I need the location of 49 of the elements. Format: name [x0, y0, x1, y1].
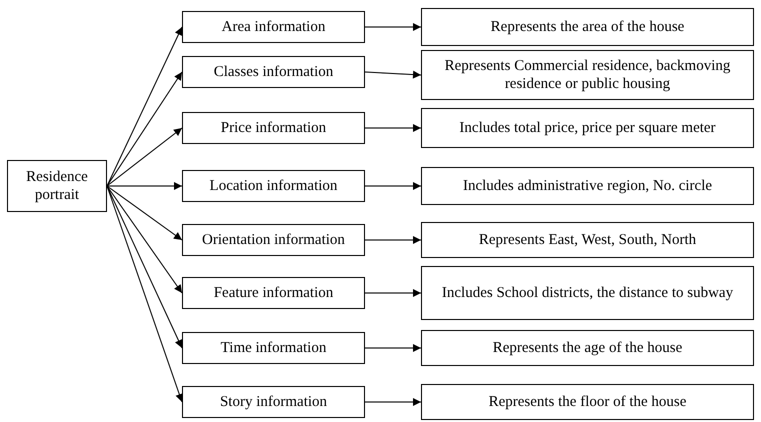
- process-box: [421, 108, 754, 148]
- process-box: [182, 112, 365, 144]
- box-label: Area information: [222, 18, 326, 36]
- box-label: Residence portrait: [25, 168, 89, 204]
- box-label: Represents the age of the house: [492, 339, 682, 357]
- arrow: [364, 70, 422, 79]
- process-box: [7, 160, 107, 212]
- process-box: [421, 384, 754, 420]
- process-box: [182, 11, 365, 43]
- box-label: Price information: [220, 119, 326, 137]
- process-box: [182, 386, 365, 418]
- arrow: [106, 186, 182, 240]
- arrow: [106, 72, 182, 186]
- arrow: [364, 124, 422, 132]
- arrow: [364, 236, 422, 244]
- arrow: [364, 289, 422, 297]
- box-label: Feature information: [214, 284, 334, 302]
- box-label: Classes information: [214, 63, 334, 81]
- box-label: Represents the area of the house: [490, 18, 684, 36]
- arrow: [106, 186, 182, 348]
- process-box: [182, 277, 365, 309]
- box-label: Includes total price, price per square meter: [459, 119, 716, 137]
- box-label: Includes School districts, the distance to subway: [442, 284, 734, 302]
- box-label: Location information: [210, 177, 338, 195]
- box-label: Time information: [220, 339, 326, 357]
- process-box: [421, 222, 754, 258]
- process-box: [182, 56, 365, 88]
- arrow: [364, 398, 422, 406]
- arrow: [106, 26, 182, 186]
- process-box: [421, 330, 754, 366]
- arrow: [364, 344, 422, 352]
- process-box: [421, 167, 754, 205]
- box-label: Represents the floor of the house: [488, 393, 686, 411]
- arrow: [364, 23, 422, 31]
- process-box: [182, 332, 365, 364]
- box-label: Includes administrative region, No. circle: [462, 177, 712, 195]
- arrow: [106, 182, 182, 190]
- process-box: [421, 8, 754, 46]
- arrow: [106, 186, 182, 294]
- box-label: Story information: [220, 393, 328, 411]
- process-box: [421, 50, 754, 100]
- box-label: Represents Commercial residence, backmoving residence or public housing: [444, 57, 732, 93]
- box-label: Represents East, West, South, North: [478, 231, 696, 249]
- process-box: [421, 266, 754, 320]
- process-box: [182, 224, 365, 256]
- box-label: Orientation information: [202, 231, 345, 249]
- process-box: [182, 170, 365, 202]
- arrow: [106, 128, 182, 186]
- arrow: [364, 182, 422, 190]
